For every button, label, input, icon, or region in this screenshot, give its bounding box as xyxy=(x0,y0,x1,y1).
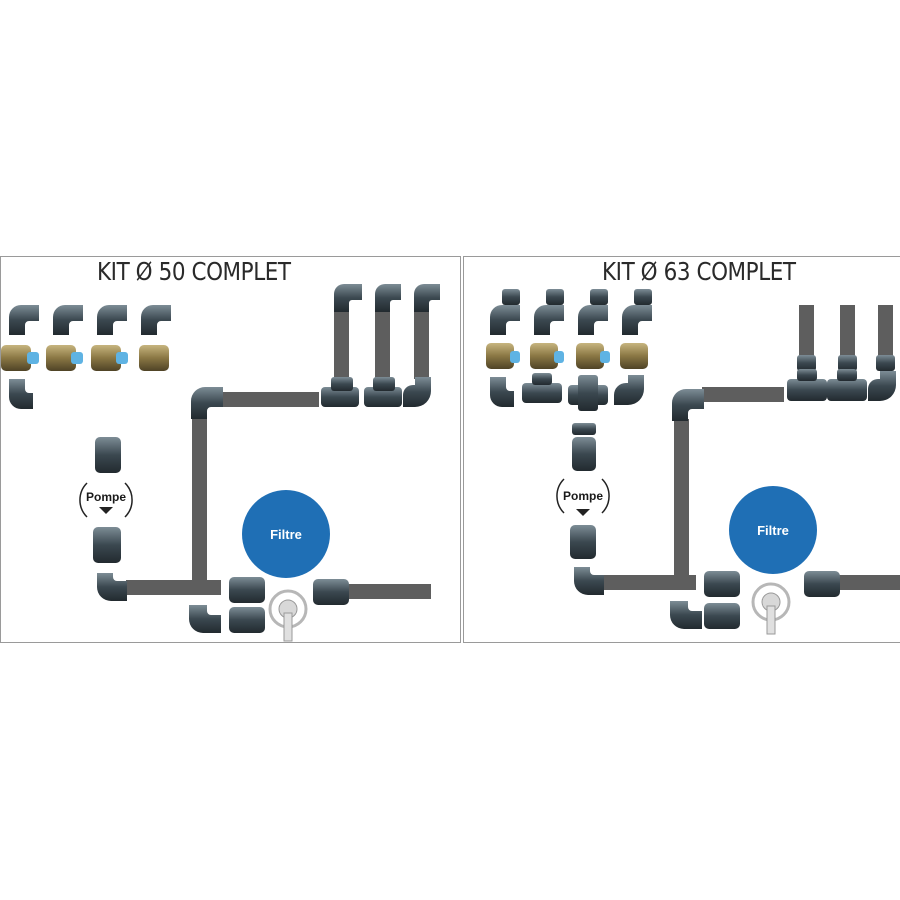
fittings-under-valves xyxy=(490,373,644,411)
kit-50-title: KIT Ø 50 COMPLET xyxy=(97,257,291,286)
elbow-fitting-manifold xyxy=(189,605,221,633)
multiport-valve xyxy=(268,589,308,642)
elbow-fittings-valves xyxy=(490,305,652,335)
kit-50-diagram: Pompe Filtre xyxy=(1,284,440,642)
filter-tank xyxy=(242,490,330,578)
elbow-fitting-corner xyxy=(672,389,704,421)
pump-label: Pompe xyxy=(86,490,126,504)
cap-fittings xyxy=(502,289,652,305)
elbow-fitting-bottom xyxy=(574,567,604,595)
kit-63-title: KIT Ø 63 COMPLET xyxy=(602,257,796,286)
elbow-fitting-corner xyxy=(191,387,223,419)
pump-symbol xyxy=(79,482,133,518)
kit-63-panel: KIT Ø 63 COMPLET xyxy=(463,256,900,643)
filter-tank xyxy=(729,486,817,574)
coupler-fittings-top xyxy=(797,355,895,371)
kit-50-panel: KIT Ø 50 COMPLET xyxy=(0,256,461,643)
filter-unions xyxy=(229,577,349,633)
elbow-fitting-manifold xyxy=(670,601,702,629)
pipes xyxy=(126,309,431,599)
pump-unions xyxy=(570,423,596,559)
filter-label: Filtre xyxy=(270,527,302,542)
ball-valves xyxy=(1,345,169,371)
pump-symbol xyxy=(556,478,610,516)
tee-fittings xyxy=(321,377,431,407)
elbow-fittings-valves xyxy=(9,305,171,409)
pump-unions xyxy=(93,437,121,563)
pipes xyxy=(604,305,900,590)
elbow-fitting-bottom xyxy=(97,573,127,601)
tee-fittings xyxy=(787,369,896,401)
filter-unions xyxy=(704,571,840,629)
filter-label: Filtre xyxy=(757,523,789,538)
ball-valves xyxy=(486,343,648,369)
elbow-fittings-top xyxy=(334,284,440,312)
multiport-valve xyxy=(751,582,791,635)
kit-63-diagram: Pompe Filtre xyxy=(486,289,900,635)
pump-label: Pompe xyxy=(563,489,603,503)
